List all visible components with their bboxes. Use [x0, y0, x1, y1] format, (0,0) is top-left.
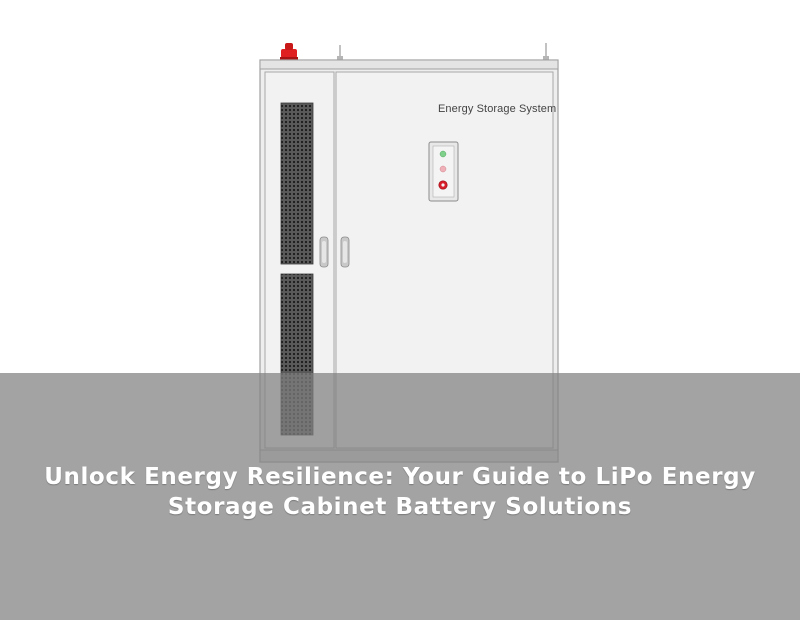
status-light-pink: [439, 165, 447, 173]
antenna-right: [543, 43, 549, 60]
door-handle-right: [340, 236, 350, 268]
caption-overlay: [0, 373, 800, 620]
door-handle-left: [319, 236, 329, 268]
headline: Unlock Energy Resilience: Your Guide to …: [44, 464, 756, 520]
antenna-left: [337, 45, 343, 60]
alarm-light: [280, 43, 298, 60]
cabinet-top-cap: [259, 59, 559, 70]
vent-upper: [280, 102, 314, 265]
cabinet-label: Energy Storage System: [438, 103, 557, 115]
control-panel: [428, 141, 459, 202]
status-light-green: [439, 150, 447, 158]
